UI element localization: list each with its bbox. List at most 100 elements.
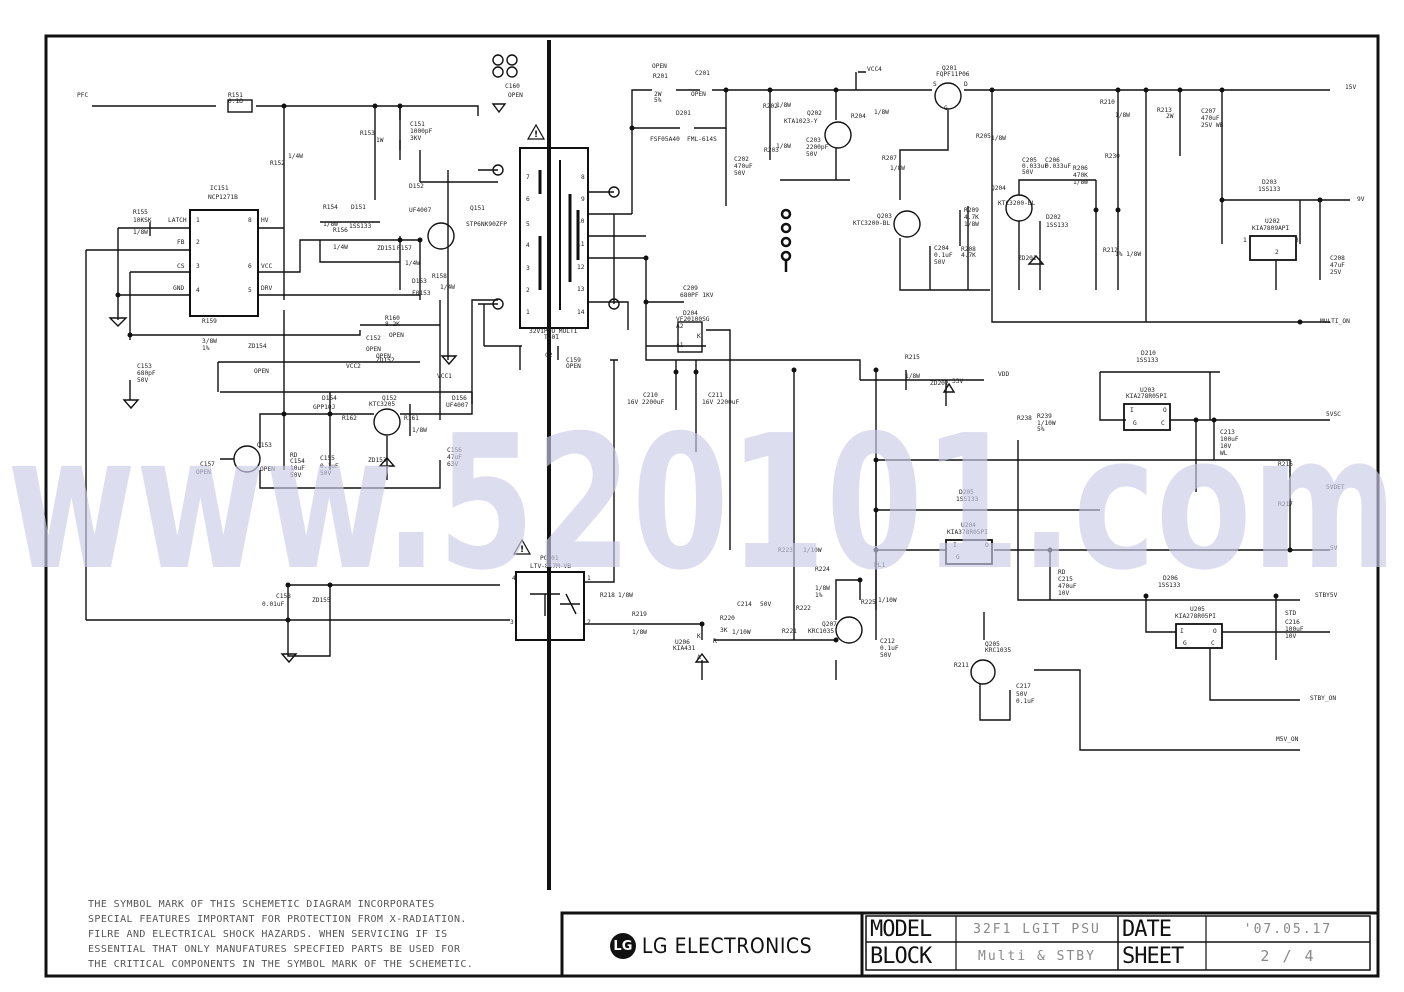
junction-dots (115, 87, 1323, 643)
component-label: K (697, 333, 701, 340)
component-label: R204 (851, 113, 866, 120)
component-label: PL1 (874, 562, 885, 569)
component-label: R155 (133, 209, 148, 216)
component-label: I (1180, 628, 1184, 635)
component-label: 11 (577, 241, 585, 248)
component-label: VDD (998, 371, 1009, 378)
component-label: RD (290, 452, 298, 459)
component-label: R160 (385, 315, 400, 322)
component-label: R212 (1103, 247, 1118, 254)
component-label: ZD151 (377, 245, 396, 252)
component-label: 0.1uF (880, 645, 899, 652)
component-label: 5VSC (1326, 411, 1341, 418)
component-label: 1/10W (1037, 420, 1056, 427)
component-label: 47uF (447, 454, 462, 461)
component-label: 100uF (1285, 626, 1304, 633)
component-label: D201 (676, 110, 691, 117)
component-label: 1/8W (632, 629, 647, 636)
component-label: RD (1058, 569, 1066, 576)
component-label: 50V (734, 170, 745, 177)
component-label: 1/8W (1115, 112, 1130, 119)
component-label: OPEN (366, 346, 381, 353)
component-label: D206 (1163, 575, 1178, 582)
component-label: C160 (505, 83, 520, 90)
component-label: 10V (1220, 443, 1231, 450)
sheet-value: 2 / 4 (1260, 947, 1316, 965)
block-label: BLOCK (870, 943, 932, 969)
component-label: T201 (544, 334, 559, 341)
component-label: 16V 2200uF (627, 399, 665, 406)
component-label: O (1213, 628, 1217, 635)
component-label: 2 (1275, 249, 1279, 256)
component-label: R217 (1278, 501, 1293, 508)
component-label: K (697, 633, 701, 640)
component-label: 4 (196, 287, 200, 294)
component-label: R215 (905, 354, 920, 361)
component-label: R153 (360, 130, 375, 137)
component-label: 1SS133 (1258, 186, 1281, 193)
component-label: 1/10W (732, 629, 751, 636)
component-label: 9 (581, 196, 585, 203)
component-label: M5V_ON (1276, 736, 1299, 743)
component-label: MULTI_ON (1320, 318, 1350, 325)
component-label: Q203 (877, 213, 892, 220)
component-label: 1/8W (905, 373, 920, 380)
component-label: C (1161, 420, 1165, 427)
component-label: 2 (526, 287, 530, 294)
component-label: 2W (1166, 113, 1174, 120)
component-label: 8 (581, 174, 585, 181)
component-label: 3KV (410, 135, 421, 142)
component-label: C203 (806, 137, 821, 144)
model-label: MODEL (870, 916, 932, 942)
component-label: R203 (764, 147, 779, 154)
caution-symbols (512, 123, 546, 555)
component-label: 13 (577, 286, 585, 293)
block-value: Multi & STBY (978, 948, 1096, 964)
component-label: I (1130, 407, 1134, 414)
component-label: C206 (1045, 157, 1060, 164)
component-label: R211 (954, 662, 969, 669)
component-label: 680PF 1KV (680, 292, 714, 299)
component-label: R205 (976, 133, 991, 140)
component-label: D204 (683, 310, 698, 317)
component-label: 50V (880, 652, 891, 659)
component-label: 50V (806, 151, 817, 158)
component-label: FB (177, 239, 185, 246)
component-label: 12 (577, 264, 585, 271)
component-label: 47uF (1330, 262, 1345, 269)
component-label: R238 (1017, 415, 1032, 422)
component-label: G (1133, 420, 1137, 427)
component-label: C214 (737, 601, 752, 608)
component-label: D151 (351, 204, 366, 211)
component-label: R219 (632, 611, 647, 618)
component-label: R230 (1105, 153, 1120, 160)
component-label: STBY_ON (1310, 695, 1336, 702)
component-label: OPEN (196, 469, 211, 476)
component-label: 5 (526, 221, 530, 228)
component-label: 10V (1285, 633, 1296, 640)
component-label: C201 (695, 70, 710, 77)
component-label: C159 (566, 357, 581, 364)
component-label: Q205 (985, 641, 1000, 648)
component-label: 6 (526, 196, 530, 203)
component-label: 8 (248, 217, 252, 224)
component-label: VF20100SG (676, 316, 710, 323)
component-label: C212 (880, 638, 895, 645)
component-label: DRV (261, 285, 272, 292)
component-label: 1/4W (288, 153, 303, 160)
component-label: 470uF (734, 163, 753, 170)
component-label: ZD154 (248, 343, 267, 350)
component-label: 50V (290, 472, 301, 479)
component-label: 1/4W (440, 284, 455, 291)
component-label: STBY5V (1315, 592, 1338, 599)
component-label: R157 (397, 245, 412, 252)
component-label: D153 (412, 278, 427, 285)
component-label: U205 (1190, 606, 1205, 613)
component-label: R221 (782, 628, 797, 635)
component-label: 4.7K (961, 252, 976, 259)
warning-line: THE CRITICAL COMPONENTS IN THE SYMBOL MA… (88, 959, 474, 970)
component-label: C202 (734, 156, 749, 163)
component-label: 25V WB (1201, 122, 1224, 129)
component-label: 470uF (1058, 583, 1077, 590)
component-label: STP6NK90ZFP (466, 221, 507, 228)
